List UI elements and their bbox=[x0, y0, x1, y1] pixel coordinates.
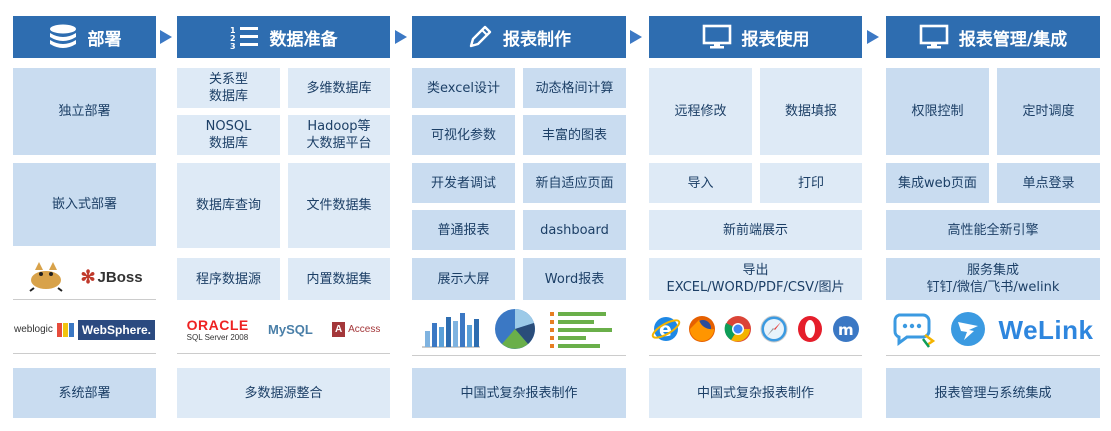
dingtalk-icon bbox=[949, 310, 987, 352]
service-integration: 服务集成 钉钉/微信/飞书/welink bbox=[886, 258, 1100, 300]
normal-report: 普通报表 bbox=[412, 210, 515, 250]
im-app-logos: WeLink bbox=[886, 306, 1100, 356]
arrow-icon bbox=[395, 30, 407, 44]
arrow-icon bbox=[630, 30, 642, 44]
pie-chart-icon bbox=[492, 306, 538, 356]
weblogic-blocks-icon bbox=[56, 322, 74, 337]
pen-icon bbox=[467, 24, 493, 50]
print: 打印 bbox=[760, 163, 862, 203]
header-label: 报表使用 bbox=[741, 29, 810, 50]
monitor-icon bbox=[702, 24, 732, 50]
svg-text:3: 3 bbox=[230, 42, 236, 50]
single-sign-on: 单点登录 bbox=[997, 163, 1100, 203]
relational-db: 关系型 数据库 bbox=[177, 68, 280, 108]
database-icon bbox=[48, 24, 78, 50]
standalone-deploy: 独立部署 bbox=[13, 68, 156, 155]
new-frontend: 新前端展示 bbox=[649, 210, 862, 250]
adaptive-page: 新自适应页面 bbox=[523, 163, 626, 203]
firefox-icon bbox=[687, 314, 717, 348]
header-report-use: 报表使用 bbox=[649, 16, 862, 58]
embedded-deploy: 嵌入式部署 bbox=[13, 163, 156, 246]
safari-icon bbox=[759, 314, 789, 348]
multidim-db: 多维数据库 bbox=[288, 68, 390, 108]
report-use-footer: 中国式复杂报表制作 bbox=[649, 368, 862, 418]
hbar-chart-icon bbox=[548, 309, 618, 353]
data-fill: 数据填报 bbox=[760, 68, 862, 155]
dev-debug: 开发者调试 bbox=[412, 163, 515, 203]
file-dataset: 文件数据集 bbox=[288, 163, 390, 248]
svg-text:1: 1 bbox=[230, 26, 236, 35]
access-logo: A Access bbox=[332, 322, 380, 337]
header-deploy: 部署 bbox=[13, 16, 156, 58]
visual-params: 可视化参数 bbox=[412, 115, 515, 155]
mysql-logo: MySQL bbox=[268, 322, 313, 337]
report-manage-footer: 报表管理与系统集成 bbox=[886, 368, 1100, 418]
dynamic-calc: 动态格间计算 bbox=[523, 68, 626, 108]
ie-icon: e bbox=[651, 314, 681, 348]
oracle-sqlserver-logo: ORACLE SQL Server 2008 bbox=[186, 317, 249, 342]
svg-text:2: 2 bbox=[230, 34, 236, 43]
access-icon: A bbox=[332, 322, 346, 337]
remote-edit: 远程修改 bbox=[649, 68, 752, 155]
welink-logo: WeLink bbox=[998, 315, 1094, 345]
tomcat-jboss-logos: ✻JBoss bbox=[13, 256, 156, 300]
header-label: 报表制作 bbox=[503, 29, 571, 50]
permission-control: 权限控制 bbox=[886, 68, 989, 155]
arrow-icon bbox=[867, 30, 879, 44]
websphere-logo: WebSphere. bbox=[77, 319, 156, 340]
browser-logos: e m bbox=[649, 306, 862, 356]
opera-icon bbox=[795, 314, 825, 348]
export-formats: 导出 EXCEL/WORD/PDF/CSV/图片 bbox=[649, 258, 862, 300]
web-integration: 集成web页面 bbox=[886, 163, 989, 203]
bar-chart-icon bbox=[420, 309, 482, 353]
hadoop-platform: Hadoop等 大数据平台 bbox=[288, 115, 390, 155]
header-label: 部署 bbox=[87, 29, 122, 50]
header-label: 报表管理/集成 bbox=[958, 29, 1068, 50]
builtin-dataset: 内置数据集 bbox=[288, 258, 390, 300]
header-label: 数据准备 bbox=[269, 29, 338, 50]
arrow-icon bbox=[160, 30, 172, 44]
weblogic-websphere-logos: weblogic WebSphere. bbox=[13, 306, 156, 354]
nosql-db: NOSQL 数据库 bbox=[177, 115, 280, 155]
maxthon-icon: m bbox=[831, 314, 861, 348]
high-perf-engine: 高性能全新引擎 bbox=[886, 210, 1100, 250]
scheduled-task: 定时调度 bbox=[997, 68, 1100, 155]
chrome-icon bbox=[723, 314, 753, 348]
report-make-footer: 中国式复杂报表制作 bbox=[412, 368, 626, 418]
db-query: 数据库查询 bbox=[177, 163, 280, 248]
big-screen: 展示大屏 bbox=[412, 258, 515, 300]
word-report: Word报表 bbox=[523, 258, 626, 300]
jboss-logo: ✻JBoss bbox=[80, 267, 143, 287]
svg-text:m: m bbox=[838, 321, 854, 339]
import: 导入 bbox=[649, 163, 752, 203]
database-logos: ORACLE SQL Server 2008 MySQL A Access bbox=[177, 306, 390, 354]
rich-charts: 丰富的图表 bbox=[523, 115, 626, 155]
multi-source-footer: 多数据源整合 bbox=[177, 368, 390, 418]
chart-thumbnails bbox=[412, 306, 626, 356]
monitor-icon bbox=[919, 24, 949, 50]
weblogic-logo: weblogic bbox=[13, 324, 53, 335]
header-report-manage: 报表管理/集成 bbox=[886, 16, 1100, 58]
program-datasource: 程序数据源 bbox=[177, 258, 280, 300]
excel-design: 类excel设计 bbox=[412, 68, 515, 108]
tomcat-logo-icon bbox=[26, 260, 66, 296]
header-report-make: 报表制作 bbox=[412, 16, 626, 58]
dashboard: dashboard bbox=[523, 210, 626, 250]
chat-bubble-icon bbox=[893, 309, 937, 353]
system-deploy-footer: 系统部署 bbox=[13, 368, 156, 418]
